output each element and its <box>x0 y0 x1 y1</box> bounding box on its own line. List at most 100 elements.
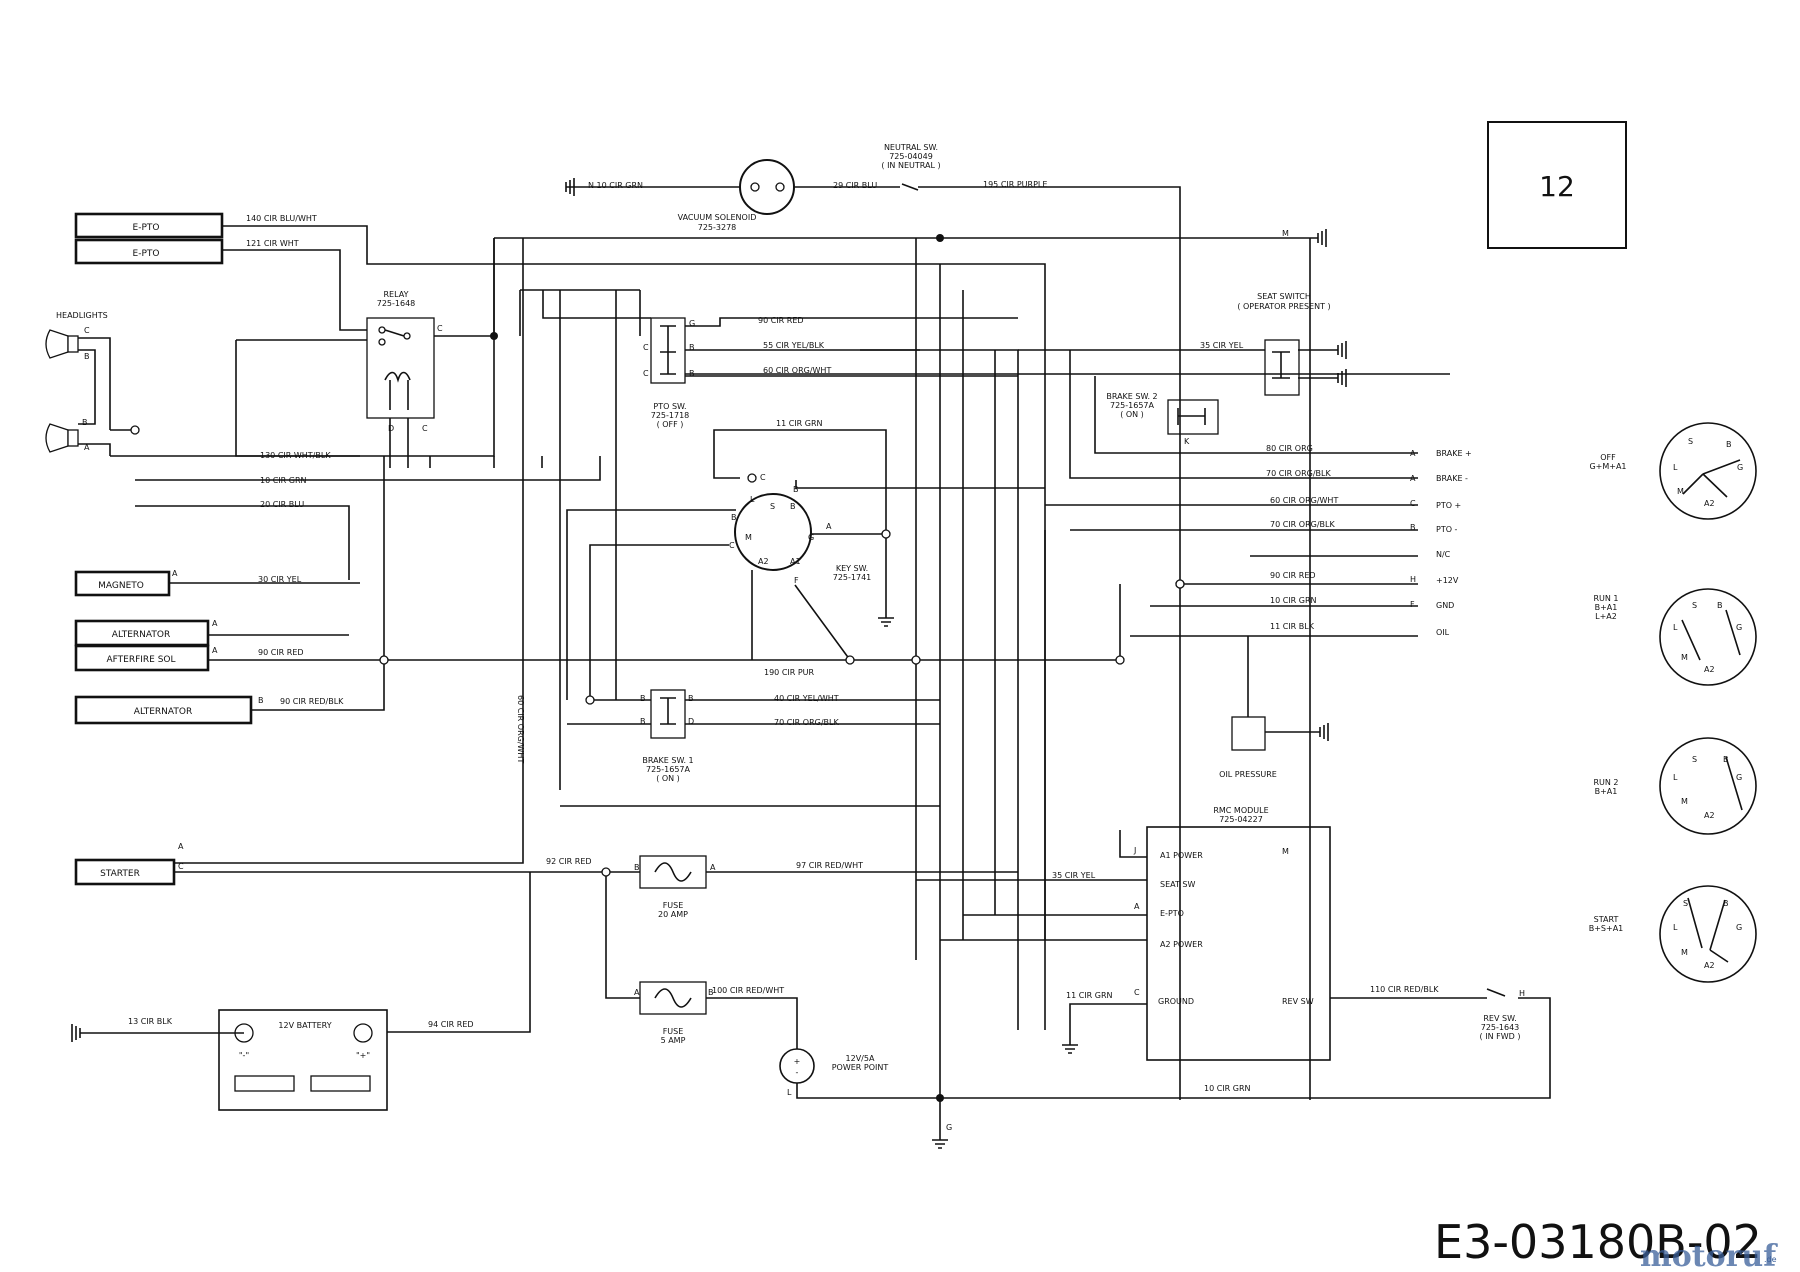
svg-text:90 CIR RED: 90 CIR RED <box>1270 571 1316 580</box>
svg-text:( IN NEUTRAL ): ( IN NEUTRAL ) <box>881 161 940 170</box>
svg-text:725-04227: 725-04227 <box>1219 815 1263 824</box>
svg-text:RUN 1: RUN 1 <box>1593 594 1618 603</box>
rev-switch: H REV SW. 725-1643 ( IN FWD ) <box>1480 988 1525 1041</box>
epto-box-1: E-PTO <box>74 212 224 239</box>
svg-text:A: A <box>172 569 178 578</box>
svg-text:motoruf: motoruf <box>1640 1239 1778 1272</box>
svg-text:40 CIR YEL/WHT: 40 CIR YEL/WHT <box>774 694 839 703</box>
junction-dot <box>911 655 921 665</box>
svg-text:B: B <box>258 696 264 705</box>
svg-text:J: J <box>1133 846 1136 855</box>
svg-text:.de: .de <box>1764 1255 1777 1264</box>
power-point: + - 12V/5A POWER POINT L <box>779 1048 888 1097</box>
headlight-icon <box>45 423 79 453</box>
junction-dot <box>881 529 891 539</box>
svg-text:A2: A2 <box>758 557 769 566</box>
junction-dot <box>585 695 595 705</box>
svg-text:C: C <box>1134 988 1140 997</box>
neutral-switch: NEUTRAL SW. 725-04049 ( IN NEUTRAL ) <box>881 143 941 191</box>
svg-text:B: B <box>688 694 694 703</box>
svg-text:B: B <box>640 694 646 703</box>
svg-text:70 CIR ORG/BLK: 70 CIR ORG/BLK <box>774 718 839 727</box>
headlight-icon <box>45 329 79 359</box>
svg-text:G: G <box>808 533 814 542</box>
svg-text:L: L <box>1673 923 1678 932</box>
ground-symbol <box>565 178 575 196</box>
headlights-label: HEADLIGHTS <box>56 311 108 320</box>
svg-text:F: F <box>794 576 799 585</box>
switch-position-run1: RUN 1 B+A1 L+A2 S B L G M A2 <box>1593 588 1757 686</box>
wire-labels: 140 CIR BLU/WHT 121 CIR WHT N 10 CIR GRN… <box>128 180 1439 1132</box>
svg-text:C: C <box>1410 499 1416 508</box>
svg-text:60 CIR ORG/WHT: 60 CIR ORG/WHT <box>763 366 831 375</box>
rmc-module: RMC MODULE 725-04227 A1 POWER SEAT SW E-… <box>1133 806 1331 1061</box>
key-switch: S B M G A2 A1 L C B B C A F KEY SW. 725-… <box>729 473 871 585</box>
svg-text:725-04049: 725-04049 <box>889 152 933 161</box>
svg-text:B: B <box>1723 899 1729 908</box>
svg-text:70 CIR ORG/BLK: 70 CIR ORG/BLK <box>1270 520 1335 529</box>
switch-position-off: OFF G+M+A1 S B L G M A2 <box>1589 422 1757 520</box>
junction-dot <box>1115 655 1125 665</box>
svg-text:RMC MODULE: RMC MODULE <box>1213 806 1268 815</box>
battery: 12V BATTERY "-" "+" <box>218 1009 388 1111</box>
svg-text:VACUUM SOLENOID: VACUUM SOLENOID <box>678 213 757 222</box>
epto-box-2: E-PTO <box>74 238 224 265</box>
svg-text:90 CIR RED: 90 CIR RED <box>258 648 304 657</box>
svg-text:70 CIR ORG/BLK: 70 CIR ORG/BLK <box>1266 469 1331 478</box>
ground-symbol <box>1317 229 1327 247</box>
svg-text:10 CIR GRN: 10 CIR GRN <box>260 476 307 485</box>
svg-text:12V/5A: 12V/5A <box>846 1054 875 1063</box>
svg-text:F: F <box>1410 600 1415 609</box>
alternator-box-2: ALTERNATOR <box>74 695 253 725</box>
junction-dot <box>601 867 611 877</box>
alternator-box-1: ALTERNATOR <box>74 619 210 647</box>
svg-text:BRAKE -: BRAKE - <box>1436 474 1468 483</box>
svg-text:M: M <box>1681 653 1688 662</box>
svg-text:55 CIR YEL/BLK: 55 CIR YEL/BLK <box>763 341 825 350</box>
svg-text:G: G <box>1737 463 1743 472</box>
seat-switch: SEAT SWITCH ( OPERATOR PRESENT ) <box>1237 292 1331 396</box>
svg-text:A: A <box>1134 902 1140 911</box>
svg-text:725-1657A: 725-1657A <box>1110 401 1155 410</box>
svg-text:BRAKE SW. 1: BRAKE SW. 1 <box>642 756 693 765</box>
svg-text:GROUND: GROUND <box>1158 997 1194 1006</box>
svg-text:A: A <box>212 619 218 628</box>
junction-dot <box>936 1094 944 1102</box>
ground-symbol <box>71 1024 81 1042</box>
svg-text:SEAT SWITCH: SEAT SWITCH <box>1257 292 1311 301</box>
svg-text:725-1648: 725-1648 <box>377 299 416 308</box>
svg-text:FUSE: FUSE <box>663 1027 684 1036</box>
svg-text:11 CIR GRN: 11 CIR GRN <box>776 419 823 428</box>
svg-text:90 CIR RED/BLK: 90 CIR RED/BLK <box>280 697 344 706</box>
svg-text:START: START <box>1594 915 1619 924</box>
svg-text:A: A <box>212 646 218 655</box>
watermark-logo: motoruf .de <box>1640 1239 1778 1272</box>
svg-text:B+A1: B+A1 <box>1595 603 1618 612</box>
svg-text:B: B <box>82 418 88 427</box>
svg-text:A: A <box>1410 449 1416 458</box>
svg-text:+12V: +12V <box>1436 576 1459 585</box>
svg-text:AFTERFIRE SOL: AFTERFIRE SOL <box>106 655 175 665</box>
svg-text:( IN FWD ): ( IN FWD ) <box>1480 1032 1521 1041</box>
svg-text:PTO SW.: PTO SW. <box>653 402 686 411</box>
svg-text:725-1643: 725-1643 <box>1481 1023 1520 1032</box>
svg-text:S: S <box>1692 601 1697 610</box>
relay: RELAY 725-1648 C D C <box>366 290 443 433</box>
svg-text:B+S+A1: B+S+A1 <box>1589 924 1624 933</box>
svg-text:BRAKE +: BRAKE + <box>1436 449 1472 458</box>
svg-text:MAGNETO: MAGNETO <box>98 581 144 591</box>
junction-dot <box>747 473 757 483</box>
ground-symbol <box>932 1139 948 1149</box>
svg-text:G: G <box>946 1123 952 1132</box>
ground-symbols <box>71 178 1347 1149</box>
svg-text:OIL PRESSURE: OIL PRESSURE <box>1219 770 1277 779</box>
svg-text:35 CIR YEL: 35 CIR YEL <box>1200 341 1244 350</box>
svg-text:13 CIR BLK: 13 CIR BLK <box>128 1017 173 1026</box>
svg-text:H: H <box>1519 989 1525 998</box>
junction-dot <box>490 332 498 340</box>
svg-text:N 10 CIR GRN: N 10 CIR GRN <box>588 181 643 190</box>
svg-text:60 CIR ORG/WHT: 60 CIR ORG/WHT <box>1270 496 1338 505</box>
